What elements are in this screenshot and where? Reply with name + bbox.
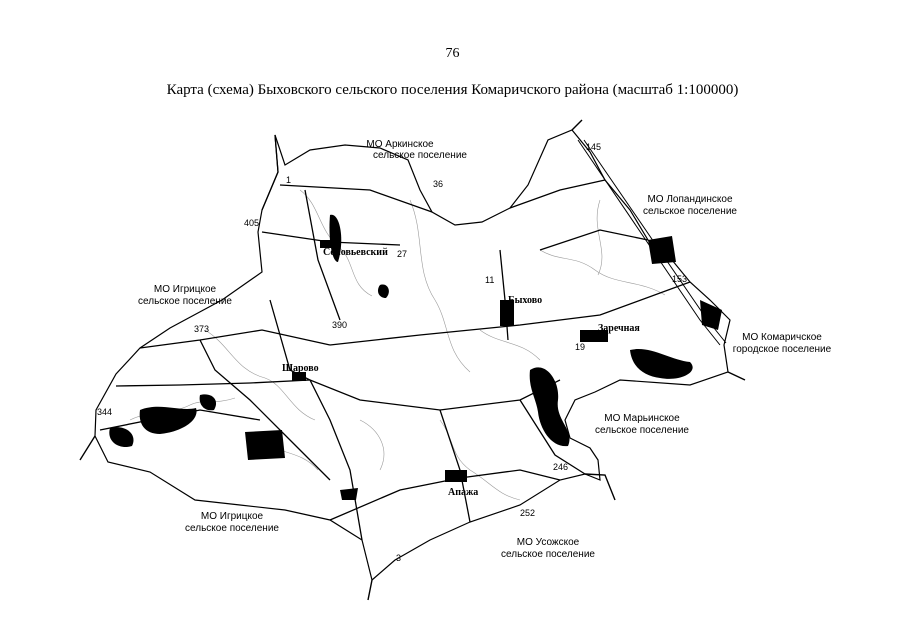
boundary-point-373: 373 xyxy=(194,324,209,334)
neighbor-lopandinskoe-line2: сельское поселение xyxy=(643,206,737,217)
neighbor-marinskoe-line2: сельское поселение xyxy=(595,425,689,436)
settlement-bykhovo: Быхово xyxy=(508,295,542,306)
forest-areas xyxy=(109,214,722,500)
boundary-point-145: 145 xyxy=(586,142,601,152)
boundary-point-344: 344 xyxy=(97,407,112,417)
neighbor-igritskoe-north-line2: сельское поселение xyxy=(138,296,232,307)
boundary-point-405: 405 xyxy=(244,218,259,228)
neighbor-igritskoe-south-line1: МО Игрицкое xyxy=(201,511,264,522)
page-number: 76 xyxy=(445,46,460,61)
neighbor-komarichskoe-line1: МО Комаричское xyxy=(742,332,822,343)
settlement-labels: Соловьевский Быхово Заречная Шарово Апаж… xyxy=(282,247,640,498)
neighbor-igritskoe-south-line2: сельское поселение xyxy=(185,523,279,534)
settlement-territory xyxy=(94,129,731,582)
neighbor-usozhskoe-line1: МО Усожское xyxy=(517,537,580,548)
boundary-point-390: 390 xyxy=(332,320,347,330)
boundary-point-27: 27 xyxy=(397,249,407,259)
builtup-areas xyxy=(292,240,608,482)
boundary-point-153: 153 xyxy=(672,274,687,284)
settlement-sharovo: Шарово xyxy=(282,363,319,374)
neighbor-arkinskoe-line1: МО Аркинское xyxy=(366,139,434,150)
boundary-point-1: 1 xyxy=(286,175,291,185)
settlement-apazha: Апажа xyxy=(448,487,478,498)
boundary-point-36: 36 xyxy=(433,179,443,189)
neighbor-lopandinskoe-line1: МО Лопандинское xyxy=(647,194,733,205)
map-title: Карта (схема) Быховского сельского посел… xyxy=(166,82,739,98)
boundary-point-19: 19 xyxy=(575,342,585,352)
external-roads xyxy=(79,119,746,601)
neighbor-usozhskoe-line2: сельское поселение xyxy=(501,549,595,560)
neighbor-marinskoe-line1: МО Марьинское xyxy=(604,413,680,424)
boundary-point-246: 246 xyxy=(553,462,568,472)
settlement-solovevsky: Соловьевский xyxy=(323,247,388,258)
boundary-point-3: 3 xyxy=(396,553,401,563)
neighbor-komarichskoe-line2: городское поселение xyxy=(733,344,832,355)
boundary-point-11: 11 xyxy=(485,275,494,285)
settlement-zarechnaya: Заречная xyxy=(598,323,640,334)
neighbor-igritskoe-north-line1: МО Игрицкое xyxy=(154,284,217,295)
neighbor-arkinskoe-line2: сельское поселение xyxy=(373,150,467,161)
neighbor-labels: МО Аркинское сельское поселение МО Лопан… xyxy=(138,139,832,560)
boundary-point-252: 252 xyxy=(520,508,535,518)
boundary-point-labels: 1 36 405 27 145 11 153 373 390 19 344 24… xyxy=(97,142,687,563)
